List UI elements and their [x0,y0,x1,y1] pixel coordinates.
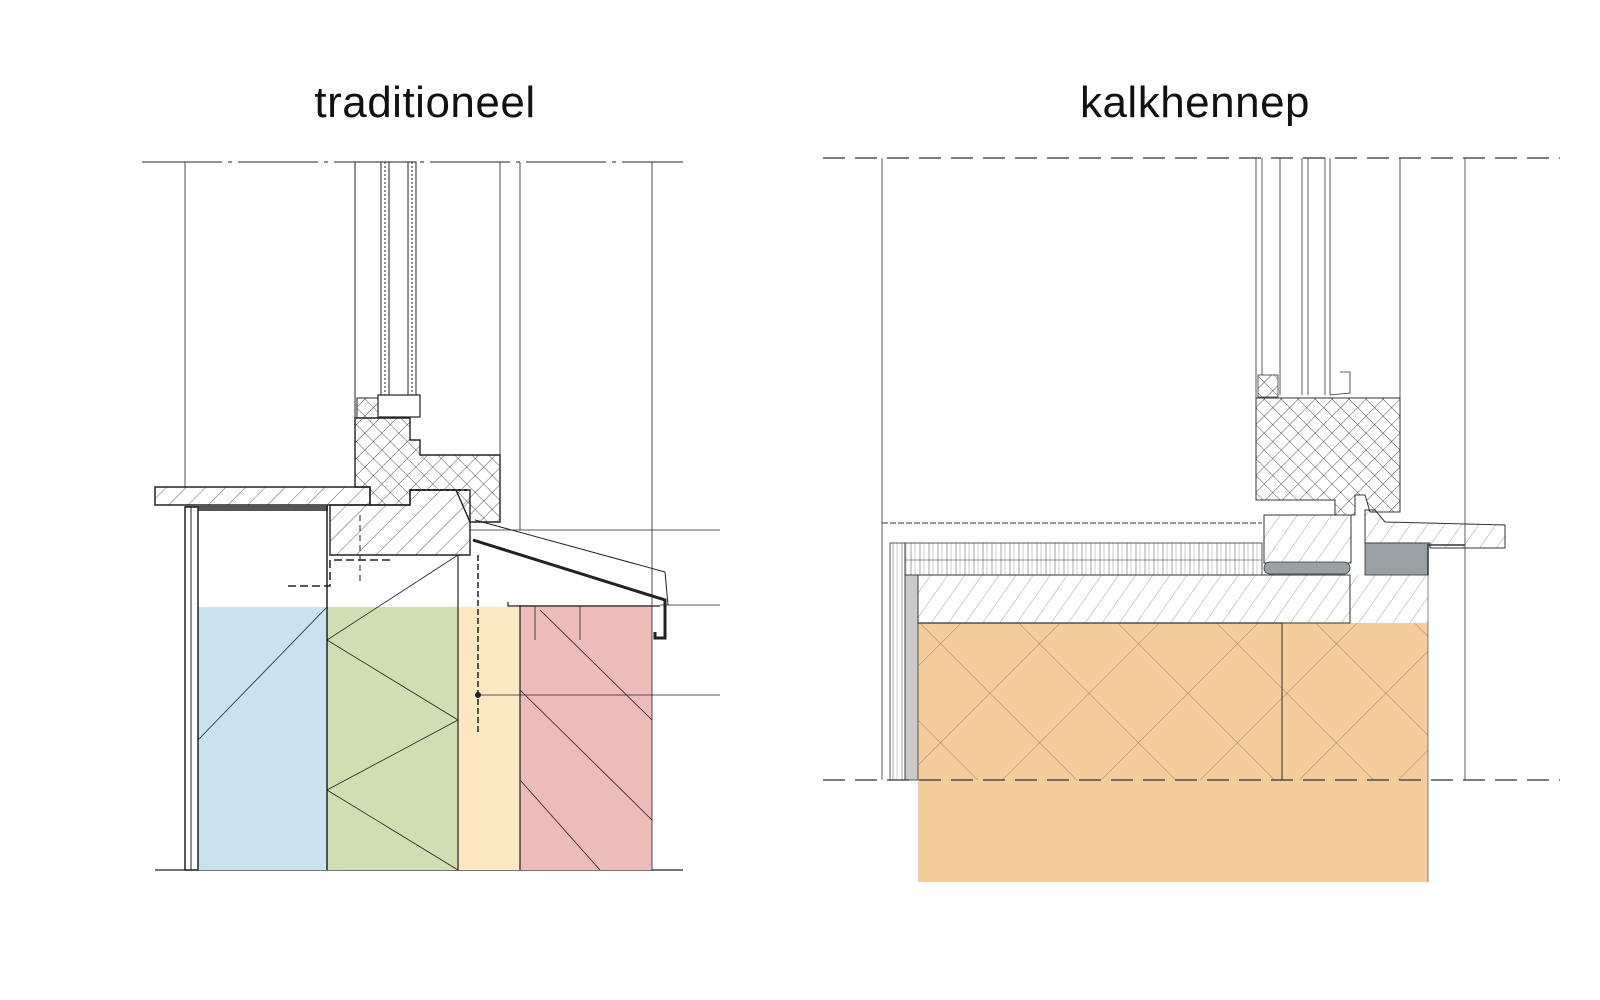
traditional-section [142,161,720,871]
vapour-barrier [288,559,392,587]
lath-layer [904,542,1263,576]
compression-seal [1263,561,1351,575]
outer-brick-layer [520,605,652,870]
inner-leaf-layer [198,607,327,870]
lime-hemp-section [823,157,1560,882]
plaster-base [904,574,919,781]
glazing [356,161,421,419]
glazing [1255,158,1351,398]
metal-flashing [472,538,667,640]
title-lime-hemp: kalkhennep [1079,78,1311,127]
exterior-sill [1364,509,1506,549]
timber-sub-sill [329,489,471,556]
title-traditional: traditioneel [314,78,536,127]
cavity-layer [458,607,520,870]
gray-seal [1364,542,1429,576]
exterior-sill [474,519,669,606]
insulation-layer [327,607,458,870]
window-frame [1255,397,1401,516]
interior-window-sill [154,486,371,506]
lintel-slab [917,574,1351,624]
timber-sub-sill [1263,514,1352,564]
lime-plaster [889,542,906,781]
